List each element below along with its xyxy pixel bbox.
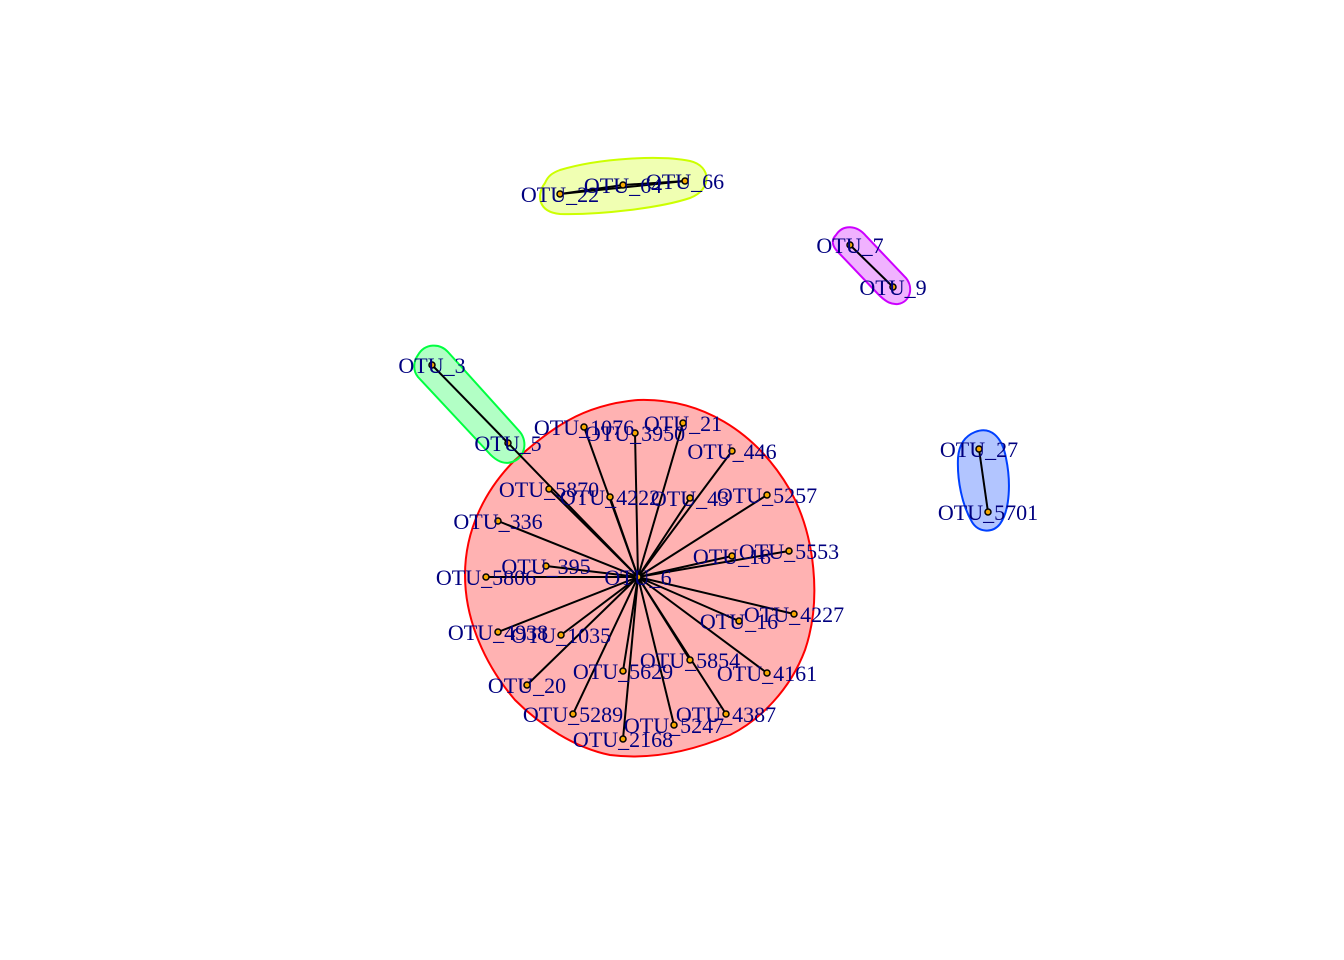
node-label-otu-5870: OTU_5870 xyxy=(499,477,599,502)
node-otu-3950[interactable] xyxy=(631,429,639,437)
node-otu-5[interactable] xyxy=(504,439,512,447)
node-otu-21[interactable] xyxy=(679,419,687,427)
label-layer: OTU_6 OTU_21 OTU_1076OTU_3950OTU_446OTU_58… xyxy=(398,169,1038,752)
edge-otu-6-otu-446 xyxy=(637,450,733,578)
node-label-otu-9: OTU_9 xyxy=(859,275,926,300)
node-label-otu-18: OTU_18 xyxy=(693,544,771,569)
edge-otu-3-otu-5 xyxy=(431,364,509,444)
node-otu-7[interactable] xyxy=(846,241,854,249)
edge-otu-6-otu-5629 xyxy=(622,576,639,672)
edge-otu-6-otu-4387 xyxy=(637,576,727,715)
node-label-otu-3950: OTU_3950 xyxy=(585,421,685,446)
edge-otu-6-otu-5247 xyxy=(637,576,675,726)
node-otu-1035[interactable] xyxy=(557,631,565,639)
node-otu-5629[interactable] xyxy=(619,667,627,675)
node-otu-5553[interactable] xyxy=(785,547,793,555)
node-label-otu-4938: OTU_4938 xyxy=(448,620,548,645)
node-otu-3[interactable] xyxy=(428,361,436,369)
node-label-otu-5257: OTU_5257 xyxy=(717,483,817,508)
node-otu-5701[interactable] xyxy=(984,508,992,516)
node-label-otu-64: OTU_64 xyxy=(584,173,662,198)
node-otu-22[interactable] xyxy=(556,190,564,198)
node-layer xyxy=(428,177,992,743)
node-otu-1076[interactable] xyxy=(580,423,588,431)
node-otu-336[interactable] xyxy=(494,517,502,525)
node-otu-5806[interactable] xyxy=(482,573,490,581)
node-label-otu-6: OTU_6 xyxy=(604,565,671,590)
edge-otu-6-otu-4161 xyxy=(637,576,768,674)
node-otu-4161[interactable] xyxy=(763,669,771,677)
node-label-otu-22: OTU_22 xyxy=(521,182,599,207)
node-label-otu-5247: OTU_5247 xyxy=(624,713,724,738)
edge-otu-7-otu-9 xyxy=(849,244,894,288)
node-label-otu-5553: OTU_5553 xyxy=(739,539,839,564)
edge-otu-27-otu-5701 xyxy=(978,448,989,513)
node-label-otu-3: OTU_3 xyxy=(398,353,465,378)
node-label-otu-20: OTU_20 xyxy=(488,673,566,698)
edge-otu-6-otu-336 xyxy=(497,520,639,578)
node-otu-4222[interactable] xyxy=(606,493,614,501)
node-label-otu-5629: OTU_5629 xyxy=(573,659,673,684)
node-otu-5870[interactable] xyxy=(545,485,553,493)
node-otu-66[interactable] xyxy=(681,177,689,185)
node-otu-5289[interactable] xyxy=(569,710,577,718)
node-label-otu-446: OTU_446 xyxy=(687,439,776,464)
node-label-otu-5854: OTU_5854 xyxy=(640,648,740,673)
edge-otu-6-otu-2168 xyxy=(622,576,639,740)
node-otu-18[interactable] xyxy=(728,552,736,560)
node-otu-5247[interactable] xyxy=(670,721,678,729)
edge-otu-6-otu-395 xyxy=(545,565,639,578)
node-label-otu-2168: OTU_2168 xyxy=(573,727,673,752)
node-label-otu-5806: OTU_5806 xyxy=(436,565,536,590)
node-otu-4227[interactable] xyxy=(790,610,798,618)
node-label-otu-4222: OTU_4222 xyxy=(560,485,660,510)
edge-otu-6-otu-21 xyxy=(637,422,684,578)
edge-otu-6-otu-43 xyxy=(637,497,691,578)
node-otu-43[interactable] xyxy=(686,494,694,502)
node-label-otu-5289: OTU_5289 xyxy=(523,702,623,727)
edge-otu-6-otu-16 xyxy=(637,576,740,622)
node-label-otu-1035: OTU_1035 xyxy=(511,623,611,648)
edge-otu-6-otu-4222 xyxy=(609,496,639,578)
node-label-otu-4387: OTU_4387 xyxy=(676,702,776,727)
node-label-otu-16: OTU_16 xyxy=(700,609,778,634)
edge-otu-6-otu-4227 xyxy=(637,576,795,615)
edge-otu-6-otu-3950 xyxy=(634,432,639,578)
node-otu-5257[interactable] xyxy=(763,491,771,499)
node-label-otu-395: OTU_395 xyxy=(501,554,590,579)
node-otu-9[interactable] xyxy=(889,283,897,291)
node-otu-64[interactable] xyxy=(619,181,627,189)
edge-otu-6-otu-4938 xyxy=(497,576,639,633)
node-label-otu-66: OTU_66 xyxy=(646,169,724,194)
edge-otu-6-otu-20 xyxy=(526,576,639,686)
edge-layer xyxy=(431,180,989,740)
edge-otu-6-otu-5289 xyxy=(572,576,639,715)
node-label-otu-43: OTU_43 xyxy=(651,486,729,511)
node-label-otu-5: OTU_5 xyxy=(474,431,541,456)
node-otu-2168[interactable] xyxy=(619,735,627,743)
node-label-otu-21: OTU_21 xyxy=(644,411,722,436)
node-label-otu-27: OTU_27 xyxy=(940,437,1018,462)
node-label-otu-5701: OTU_5701 xyxy=(938,500,1038,525)
node-otu-4938[interactable] xyxy=(494,628,502,636)
node-label-otu-4161: OTU_4161 xyxy=(717,661,817,686)
node-otu-4387[interactable] xyxy=(722,710,730,718)
edge-otu-6-otu-5 xyxy=(507,442,639,578)
node-otu-446[interactable] xyxy=(728,447,736,455)
node-otu-16[interactable] xyxy=(735,617,743,625)
edge-otu-6-otu-5257 xyxy=(637,494,768,578)
edge-otu-6-otu-1035 xyxy=(560,576,639,636)
edge-otu-6-otu-5553 xyxy=(637,550,790,578)
node-otu-5854[interactable] xyxy=(686,656,694,664)
node-label-otu-7: OTU_7 xyxy=(816,233,883,258)
node-label-otu-4227: OTU_4227 xyxy=(744,602,844,627)
node-otu-27[interactable] xyxy=(975,445,983,453)
node-otu-20[interactable] xyxy=(523,681,531,689)
node-otu-6[interactable] xyxy=(634,573,642,581)
node-otu-395[interactable] xyxy=(542,562,550,570)
node-label-otu-336: OTU_336 xyxy=(453,509,542,534)
node-label-otu-1076: OTU_1076 xyxy=(534,415,634,440)
